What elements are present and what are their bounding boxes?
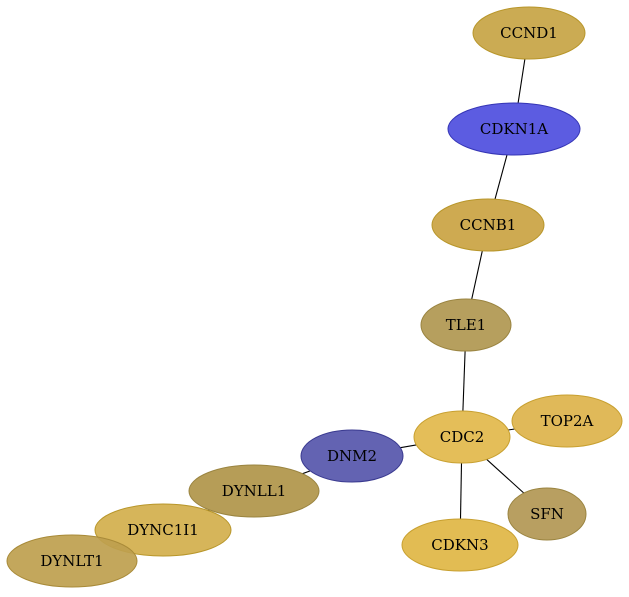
node-ellipse[interactable] bbox=[300, 429, 404, 483]
edge-cdkn1a-ccnb1 bbox=[494, 154, 508, 200]
edge-cdc2-cdkn3 bbox=[459, 462, 463, 520]
node-ellipse[interactable] bbox=[94, 503, 232, 557]
node-cdkn3[interactable]: CDKN3 bbox=[401, 518, 519, 572]
node-tle1[interactable]: TLE1 bbox=[420, 298, 512, 352]
node-label: CDKN3 bbox=[431, 536, 488, 554]
node-label: DYNLL1 bbox=[222, 482, 287, 500]
node-label: SFN bbox=[530, 505, 564, 523]
edge-cdc2-top2a bbox=[508, 428, 515, 431]
node-dynll1[interactable]: DYNLL1 bbox=[188, 464, 320, 518]
node-label: TLE1 bbox=[446, 316, 486, 334]
node-ccnd1[interactable]: CCND1 bbox=[472, 6, 586, 60]
node-sfn[interactable]: SFN bbox=[507, 487, 587, 541]
node-ccnb1[interactable]: CCNB1 bbox=[431, 198, 545, 252]
node-dync1i1[interactable]: DYNC1I1 bbox=[94, 503, 232, 557]
edge-ccnd1-cdkn1a bbox=[517, 58, 526, 104]
node-ellipse[interactable] bbox=[472, 6, 586, 60]
node-label: DYNLT1 bbox=[40, 552, 103, 570]
edge-cdc2-dnm2 bbox=[400, 444, 417, 449]
node-label: TOP2A bbox=[541, 412, 594, 430]
node-ellipse[interactable] bbox=[431, 198, 545, 252]
node-top2a[interactable]: TOP2A bbox=[511, 394, 623, 448]
node-label: CDC2 bbox=[440, 428, 485, 446]
node-label: CCND1 bbox=[500, 24, 558, 42]
node-cdkn1a[interactable]: CDKN1A bbox=[447, 102, 581, 156]
node-ellipse[interactable] bbox=[6, 534, 138, 588]
node-dynlt1[interactable]: DYNLT1 bbox=[6, 534, 138, 588]
edge-tle1-cdc2 bbox=[462, 350, 466, 412]
node-dnm2[interactable]: DNM2 bbox=[300, 429, 404, 483]
edge-ccnb1-tle1 bbox=[471, 250, 483, 300]
node-ellipse[interactable] bbox=[413, 410, 511, 464]
node-ellipse[interactable] bbox=[188, 464, 320, 518]
edge-dnm2-dynll1 bbox=[302, 470, 311, 475]
node-ellipse[interactable] bbox=[401, 518, 519, 572]
node-label: DNM2 bbox=[327, 447, 377, 465]
node-ellipse[interactable] bbox=[507, 487, 587, 541]
node-label: DYNC1I1 bbox=[127, 521, 199, 539]
node-label: CDKN1A bbox=[480, 120, 548, 138]
edge-cdc2-sfn bbox=[486, 458, 525, 494]
node-ellipse[interactable] bbox=[420, 298, 512, 352]
node-cdc2[interactable]: CDC2 bbox=[413, 410, 511, 464]
node-label: CCNB1 bbox=[460, 216, 517, 234]
node-ellipse[interactable] bbox=[511, 394, 623, 448]
node-ellipse[interactable] bbox=[447, 102, 581, 156]
